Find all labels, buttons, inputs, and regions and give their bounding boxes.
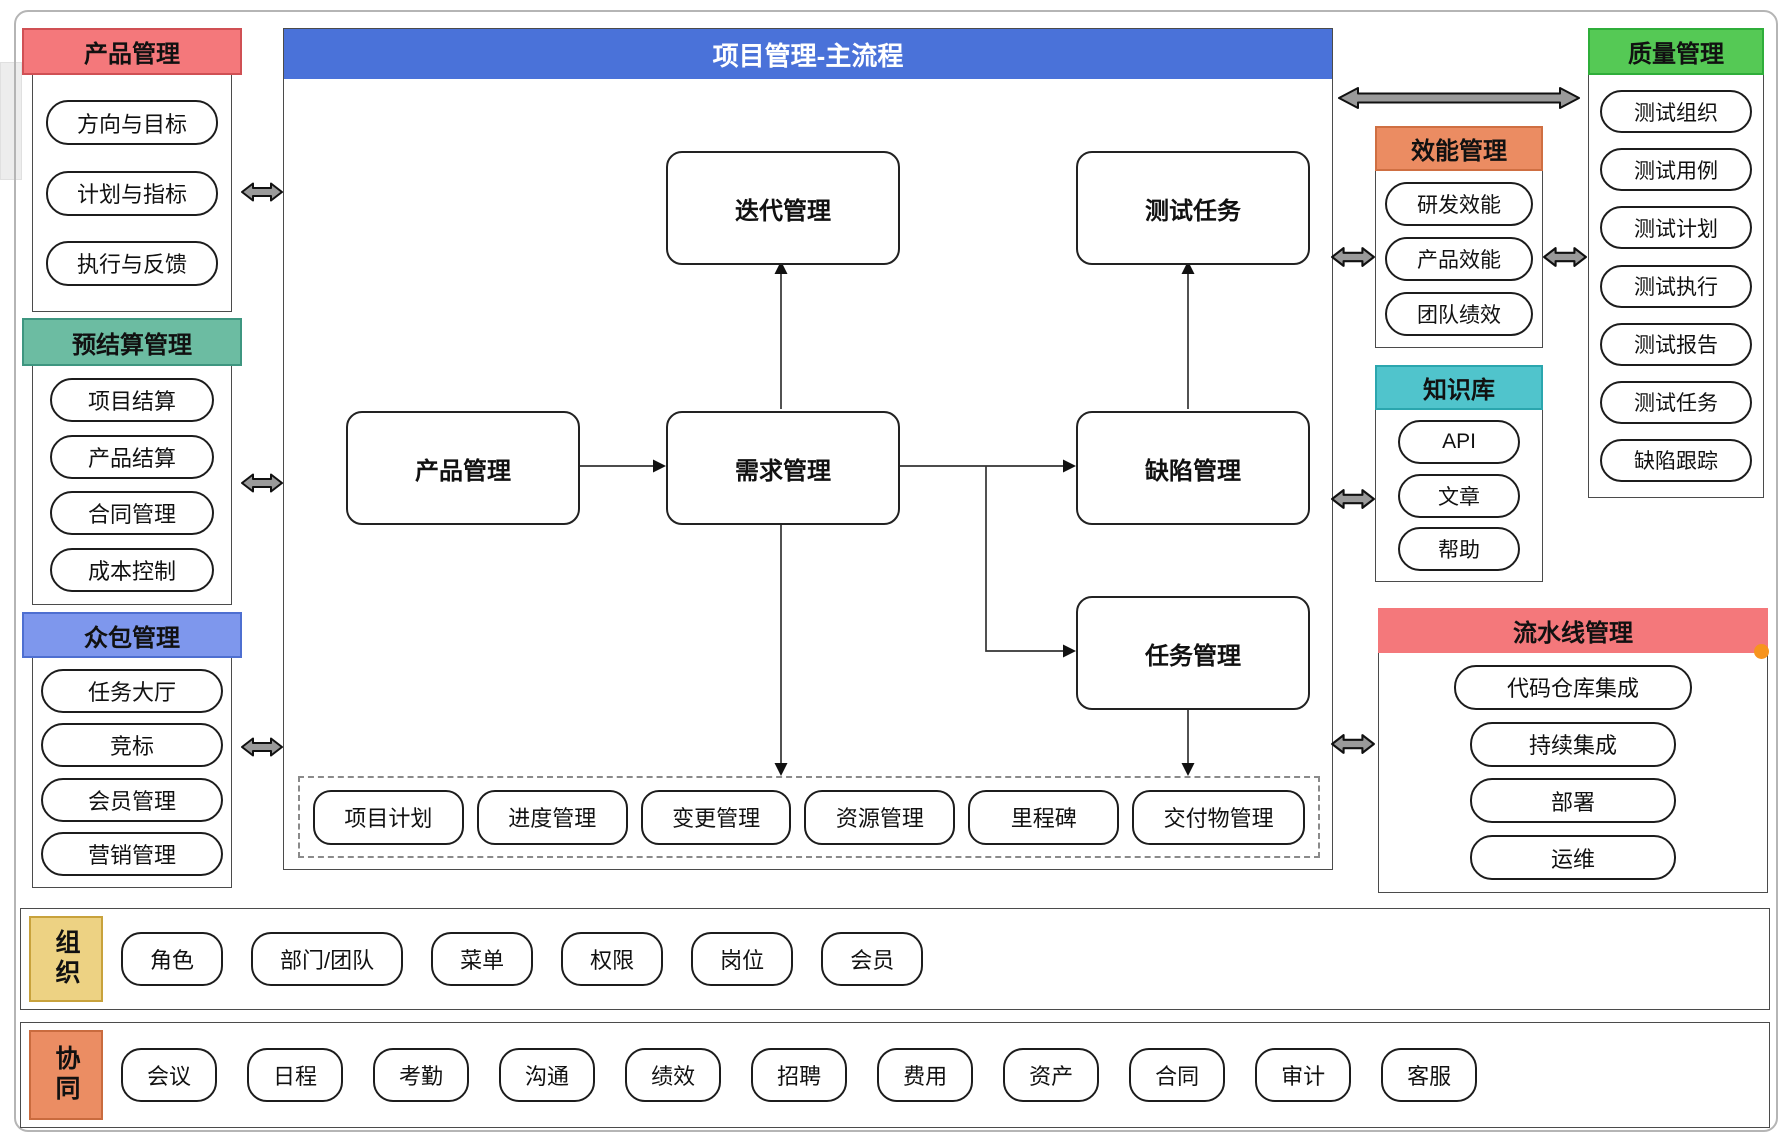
organization-items: 角色 部门/团队 菜单 权限 岗位 会员 — [121, 909, 924, 1009]
list-item[interactable]: 测试组织 — [1600, 90, 1752, 134]
list-item[interactable]: 测试计划 — [1600, 206, 1752, 250]
section-header-knowledge-base[interactable]: 知识库 — [1375, 365, 1543, 410]
double-arrow-icon — [1330, 729, 1376, 764]
list-item[interactable]: 测试报告 — [1600, 322, 1752, 366]
list-item[interactable]: 营销管理 — [41, 832, 223, 877]
sub-process-item[interactable]: 进度管理 — [476, 789, 628, 845]
section-body-knowledge-base: API 文章 帮助 — [1375, 409, 1543, 582]
flow-node-task[interactable]: 任务管理 — [1076, 596, 1310, 710]
flow-node-iteration[interactable]: 迭代管理 — [666, 151, 900, 265]
double-arrow-icon — [1330, 484, 1376, 519]
organization-row: 组织 角色 部门/团队 菜单 权限 岗位 会员 — [20, 908, 1770, 1010]
sub-process-item[interactable]: 里程碑 — [968, 789, 1120, 845]
list-item[interactable]: 绩效 — [625, 1048, 722, 1102]
section-body-efficiency-mgmt: 研发效能 产品效能 团队绩效 — [1375, 170, 1543, 348]
list-item[interactable]: 会议 — [121, 1048, 218, 1102]
list-item[interactable]: 产品结算 — [50, 434, 214, 479]
list-item[interactable]: 费用 — [877, 1048, 974, 1102]
list-item[interactable]: 合同管理 — [50, 491, 214, 536]
list-item[interactable]: 会员管理 — [41, 777, 223, 822]
list-item[interactable]: 代码仓库集成 — [1454, 664, 1692, 710]
list-item[interactable]: 测试用例 — [1600, 148, 1752, 192]
list-item[interactable]: 团队绩效 — [1385, 292, 1533, 336]
flow-node-defect[interactable]: 缺陷管理 — [1076, 411, 1310, 525]
list-item[interactable]: 文章 — [1398, 473, 1520, 518]
list-item[interactable]: 帮助 — [1398, 527, 1520, 572]
double-arrow-icon — [1330, 242, 1376, 277]
list-item[interactable]: 任务大厅 — [41, 668, 223, 713]
collaboration-row: 协同 会议 日程 考勤 沟通 绩效 招聘 费用 资产 合同 审计 客服 — [20, 1022, 1770, 1128]
background-artifact — [0, 62, 22, 180]
list-item[interactable]: 考勤 — [373, 1048, 470, 1102]
list-item[interactable]: 项目结算 — [50, 378, 214, 423]
sub-process-group: 项目计划 进度管理 变更管理 资源管理 里程碑 交付物管理 — [298, 776, 1320, 858]
list-item[interactable]: 客服 — [1381, 1048, 1478, 1102]
section-body-pipeline-mgmt: 代码仓库集成 持续集成 部署 运维 — [1378, 652, 1768, 893]
collaboration-items: 会议 日程 考勤 沟通 绩效 招聘 费用 资产 合同 审计 客服 — [121, 1023, 1478, 1127]
list-item[interactable]: 会员 — [821, 932, 924, 986]
list-item[interactable]: 审计 — [1255, 1048, 1352, 1102]
list-item[interactable]: 产品效能 — [1385, 237, 1533, 281]
section-header-efficiency-mgmt[interactable]: 效能管理 — [1375, 126, 1543, 171]
list-item[interactable]: 测试执行 — [1600, 264, 1752, 308]
double-arrow-icon — [240, 176, 284, 213]
list-item[interactable]: 资产 — [1003, 1048, 1100, 1102]
list-item[interactable]: 合同 — [1129, 1048, 1226, 1102]
list-item[interactable]: 运维 — [1470, 835, 1676, 881]
organization-label[interactable]: 组织 — [29, 916, 103, 1002]
list-item[interactable]: 成本控制 — [50, 547, 214, 592]
double-arrow-icon — [240, 731, 284, 768]
list-item[interactable]: 日程 — [247, 1048, 344, 1102]
collaboration-label[interactable]: 协同 — [29, 1030, 103, 1120]
double-arrow-icon — [1542, 242, 1588, 277]
list-item[interactable]: 竞标 — [41, 723, 223, 768]
section-body-crowdsource-mgmt: 任务大厅 竞标 会员管理 营销管理 — [32, 657, 232, 888]
long-double-arrow-icon — [1336, 83, 1582, 118]
section-header-quality-mgmt[interactable]: 质量管理 — [1588, 28, 1764, 75]
sub-process-item[interactable]: 资源管理 — [804, 789, 956, 845]
list-item[interactable]: 缺陷跟踪 — [1600, 438, 1752, 482]
list-item[interactable]: 权限 — [561, 932, 664, 986]
section-body-budget-mgmt: 项目结算 产品结算 合同管理 成本控制 — [32, 365, 232, 605]
list-item[interactable]: 招聘 — [751, 1048, 848, 1102]
section-body-product-mgmt: 方向与目标 计划与指标 执行与反馈 — [32, 74, 232, 312]
section-body-quality-mgmt: 测试组织 测试用例 测试计划 测试执行 测试报告 测试任务 缺陷跟踪 — [1588, 74, 1764, 498]
list-item[interactable]: 部署 — [1470, 778, 1676, 824]
list-item[interactable]: 菜单 — [431, 932, 534, 986]
list-item[interactable]: API — [1398, 419, 1520, 464]
section-header-budget-mgmt[interactable]: 预结算管理 — [22, 318, 242, 366]
list-item[interactable]: 角色 — [121, 932, 224, 986]
flow-node-requirement[interactable]: 需求管理 — [666, 411, 900, 525]
list-item[interactable]: 部门/团队 — [251, 932, 404, 986]
sub-process-item[interactable]: 变更管理 — [640, 789, 792, 845]
list-item[interactable]: 持续集成 — [1470, 721, 1676, 767]
section-header-product-mgmt[interactable]: 产品管理 — [22, 28, 242, 75]
section-header-pipeline-mgmt[interactable]: 流水线管理 — [1378, 608, 1768, 653]
sub-process-item[interactable]: 项目计划 — [313, 789, 464, 845]
list-item[interactable]: 岗位 — [691, 932, 794, 986]
list-item[interactable]: 方向与目标 — [46, 100, 218, 146]
outer-frame — [14, 10, 1778, 1132]
flow-node-product[interactable]: 产品管理 — [346, 411, 580, 525]
list-item[interactable]: 研发效能 — [1385, 182, 1533, 226]
sub-process-item[interactable]: 交付物管理 — [1132, 789, 1305, 845]
double-arrow-icon — [240, 467, 284, 504]
main-flow-title[interactable]: 项目管理-主流程 — [284, 29, 1332, 79]
list-item[interactable]: 测试任务 — [1600, 380, 1752, 424]
list-item[interactable]: 沟通 — [499, 1048, 596, 1102]
selection-handle-dot — [1754, 644, 1769, 659]
flow-node-test-task[interactable]: 测试任务 — [1076, 151, 1310, 265]
main-flow-box: 项目管理-主流程 迭代管理 测试任务 产品管 — [283, 28, 1333, 870]
list-item[interactable]: 计划与指标 — [46, 170, 218, 216]
section-header-crowdsource-mgmt[interactable]: 众包管理 — [22, 612, 242, 658]
list-item[interactable]: 执行与反馈 — [46, 240, 218, 286]
